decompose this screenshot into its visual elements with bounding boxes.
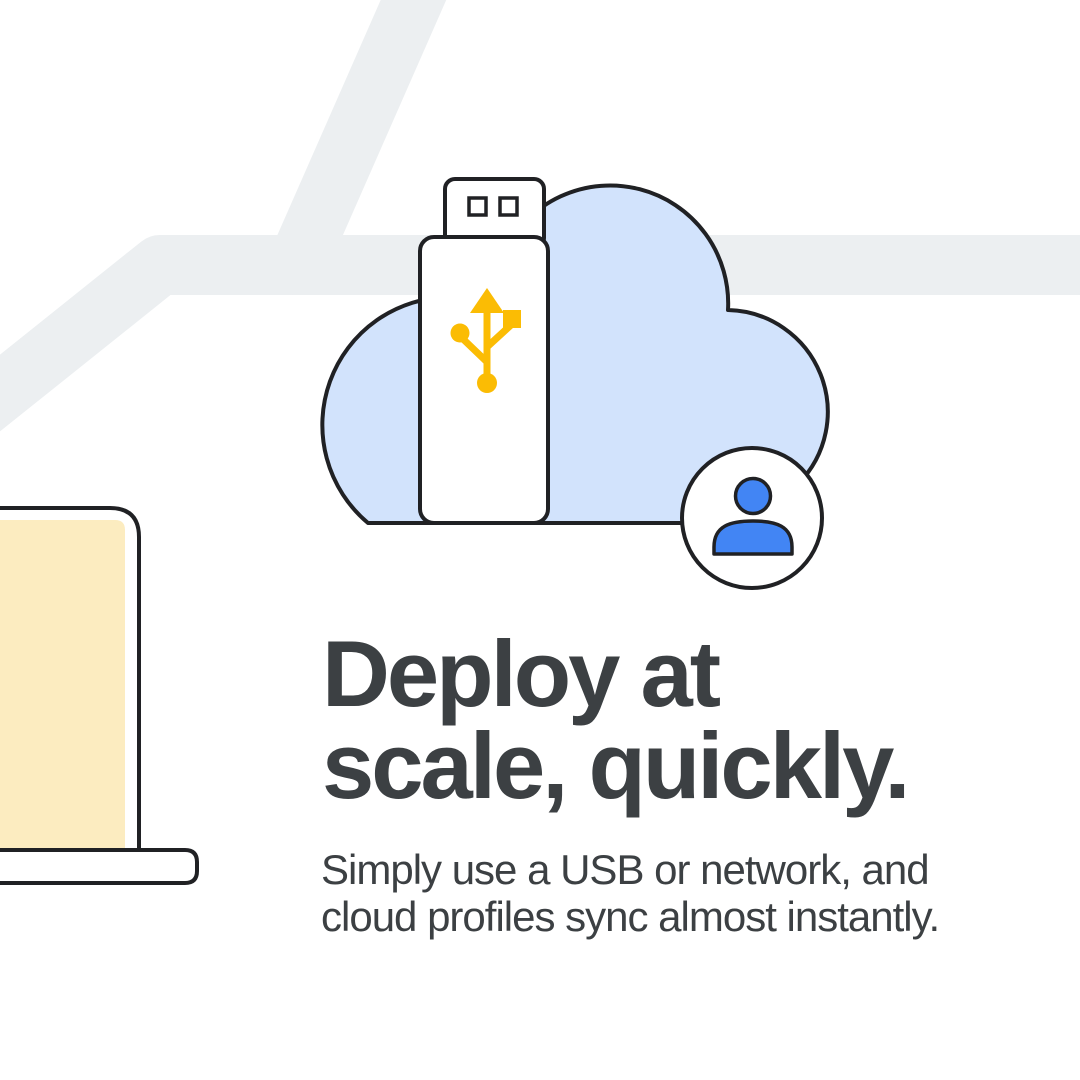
heading-line-2: scale, quickly.	[322, 713, 911, 818]
usb-connector-hole-right	[498, 196, 519, 217]
subheading: Simply use a USB or network, and cloud p…	[321, 846, 940, 940]
usb-trident-icon	[450, 288, 521, 393]
heading-line-1: Deploy at	[322, 621, 721, 726]
road-diagonal-top-branch	[267, 0, 447, 295]
person-head	[733, 476, 773, 516]
laptop-icon	[0, 506, 199, 885]
usb-connector-hole-left	[467, 196, 488, 217]
map-road-background	[0, 0, 1080, 432]
body-line-1: Simply use a USB or network, and	[321, 846, 930, 893]
road-horizontal-and-left-branch	[0, 235, 1080, 432]
body-line-2: cloud profiles sync almost instantly.	[321, 893, 940, 940]
person-body	[712, 519, 794, 556]
laptop-screen	[0, 520, 125, 849]
user-badge-icon	[680, 446, 824, 590]
usb-drive-icon	[418, 177, 550, 525]
page-title: Deploy at scale, quickly.	[322, 621, 911, 818]
badge-circle	[680, 446, 824, 590]
laptop-base	[0, 848, 199, 885]
